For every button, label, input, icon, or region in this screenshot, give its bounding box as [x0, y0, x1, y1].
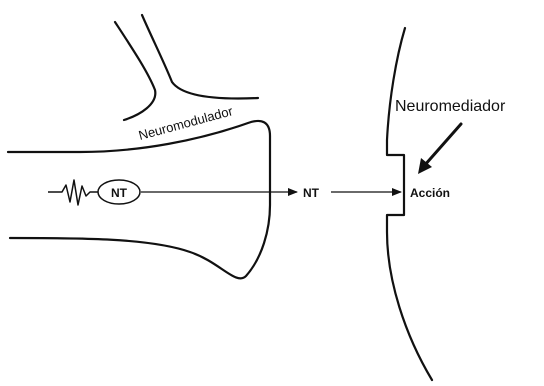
neuromodulator-terminal [115, 22, 155, 120]
neuromodulator-label: Neuromodulador [137, 103, 235, 143]
nt-cleft-label: NT [303, 186, 320, 200]
presynaptic-terminal [8, 121, 270, 278]
neuromediator-arrow [424, 124, 461, 166]
action-label: Acción [410, 186, 450, 200]
action-potential-icon [48, 180, 98, 205]
neuromodulator-terminal-right [142, 15, 258, 98]
nt-vesicle-label: NT [111, 186, 128, 200]
neuromediator-label: Neuromediador [395, 98, 506, 115]
postsynaptic-membrane [387, 28, 432, 380]
